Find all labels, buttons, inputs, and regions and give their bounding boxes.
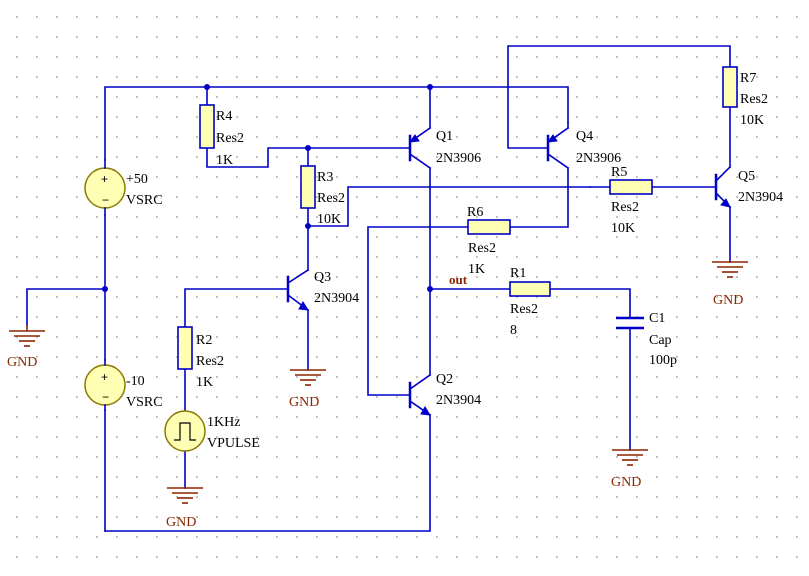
wires (26, 45, 731, 532)
svg-text:VPULSE: VPULSE (207, 436, 260, 451)
svg-text:C1: C1 (649, 311, 665, 326)
svg-text:R4: R4 (216, 109, 232, 124)
svg-text:10K: 10K (611, 221, 635, 236)
svg-text:Res2: Res2 (317, 191, 345, 206)
svg-text:R7: R7 (740, 71, 756, 86)
ground-c1: GND (611, 449, 648, 490)
svg-text:Res2: Res2 (196, 354, 224, 369)
svg-text:GND: GND (611, 475, 641, 490)
svg-text:GND: GND (7, 355, 37, 370)
svg-text:VSRC: VSRC (126, 395, 163, 410)
svg-text:Cap: Cap (649, 333, 672, 348)
ground-q3: GND (289, 369, 326, 410)
resistor-r2[interactable]: R2 Res2 1K (177, 326, 224, 390)
svg-text:10K: 10K (317, 212, 341, 227)
svg-text:Q4: Q4 (576, 129, 593, 144)
svg-text:R5: R5 (611, 165, 627, 180)
svg-text:2N3904: 2N3904 (436, 393, 481, 408)
svg-text:1K: 1K (468, 262, 485, 277)
transistor-q2[interactable]: Q2 2N3904 (408, 372, 481, 417)
svg-text:+: + (101, 370, 108, 384)
svg-text:GND: GND (166, 515, 196, 530)
svg-text:10K: 10K (740, 113, 764, 128)
transistor-q5[interactable]: Q5 2N3904 (714, 165, 783, 209)
svg-text:Res2: Res2 (510, 302, 538, 317)
svg-text:2N3904: 2N3904 (314, 291, 359, 306)
svg-text:GND: GND (713, 293, 743, 308)
svg-text:Q5: Q5 (738, 169, 755, 184)
pulse-source-v3[interactable]: 1KHz VPULSE (164, 410, 260, 452)
svg-text:1K: 1K (216, 153, 233, 168)
svg-text:2N3906: 2N3906 (576, 151, 621, 166)
svg-text:Res2: Res2 (611, 200, 639, 215)
svg-text:VSRC: VSRC (126, 193, 163, 208)
resistor-r1[interactable]: R1 Res2 8 (509, 266, 551, 338)
svg-text:100p: 100p (649, 353, 677, 368)
transistor-q4[interactable]: Q4 2N3906 (546, 121, 621, 170)
transistor-q3[interactable]: Q3 2N3904 (286, 268, 359, 312)
resistor-r3[interactable]: R3 Res2 10K (300, 165, 345, 227)
resistor-r7[interactable]: R7 Res2 10K (722, 66, 768, 128)
svg-text:R3: R3 (317, 170, 333, 185)
svg-text:R1: R1 (510, 266, 526, 281)
resistor-r6[interactable]: R6 Res2 1K (467, 205, 511, 277)
svg-text:R6: R6 (467, 205, 483, 220)
ground-left: GND (7, 325, 45, 370)
ground-q5: GND (712, 261, 748, 308)
svg-text:R2: R2 (196, 333, 212, 348)
svg-text:GND: GND (289, 395, 319, 410)
svg-text:−: − (102, 193, 109, 207)
svg-text:Res2: Res2 (216, 131, 244, 146)
svg-text:-10: -10 (126, 374, 145, 389)
svg-text:Q3: Q3 (314, 270, 331, 285)
svg-text:Q2: Q2 (436, 372, 453, 387)
svg-text:8: 8 (510, 323, 517, 338)
svg-text:Q1: Q1 (436, 129, 453, 144)
transistor-q1[interactable]: Q1 2N3906 (408, 126, 481, 170)
voltage-source-v2[interactable]: + − -10 VSRC (84, 359, 163, 411)
svg-text:1KHz: 1KHz (207, 415, 240, 430)
resistor-r5[interactable]: R5 Res2 10K (609, 165, 653, 236)
voltage-source-v1[interactable]: + − +50 VSRC (84, 159, 163, 216)
junctions (102, 84, 433, 292)
net-label-out: out (449, 272, 468, 287)
svg-text:2N3904: 2N3904 (738, 190, 783, 205)
svg-text:Res2: Res2 (740, 92, 768, 107)
ground-pulse: GND (166, 487, 203, 530)
svg-text:2N3906: 2N3906 (436, 151, 481, 166)
svg-text:Res2: Res2 (468, 241, 496, 256)
svg-text:+: + (101, 172, 108, 186)
svg-text:+50: +50 (126, 172, 148, 187)
svg-text:1K: 1K (196, 375, 213, 390)
svg-text:−: − (102, 390, 109, 404)
resistor-r4[interactable]: R4 Res2 1K (199, 104, 244, 168)
capacitor-c1[interactable]: C1 Cap 100p (616, 311, 677, 368)
